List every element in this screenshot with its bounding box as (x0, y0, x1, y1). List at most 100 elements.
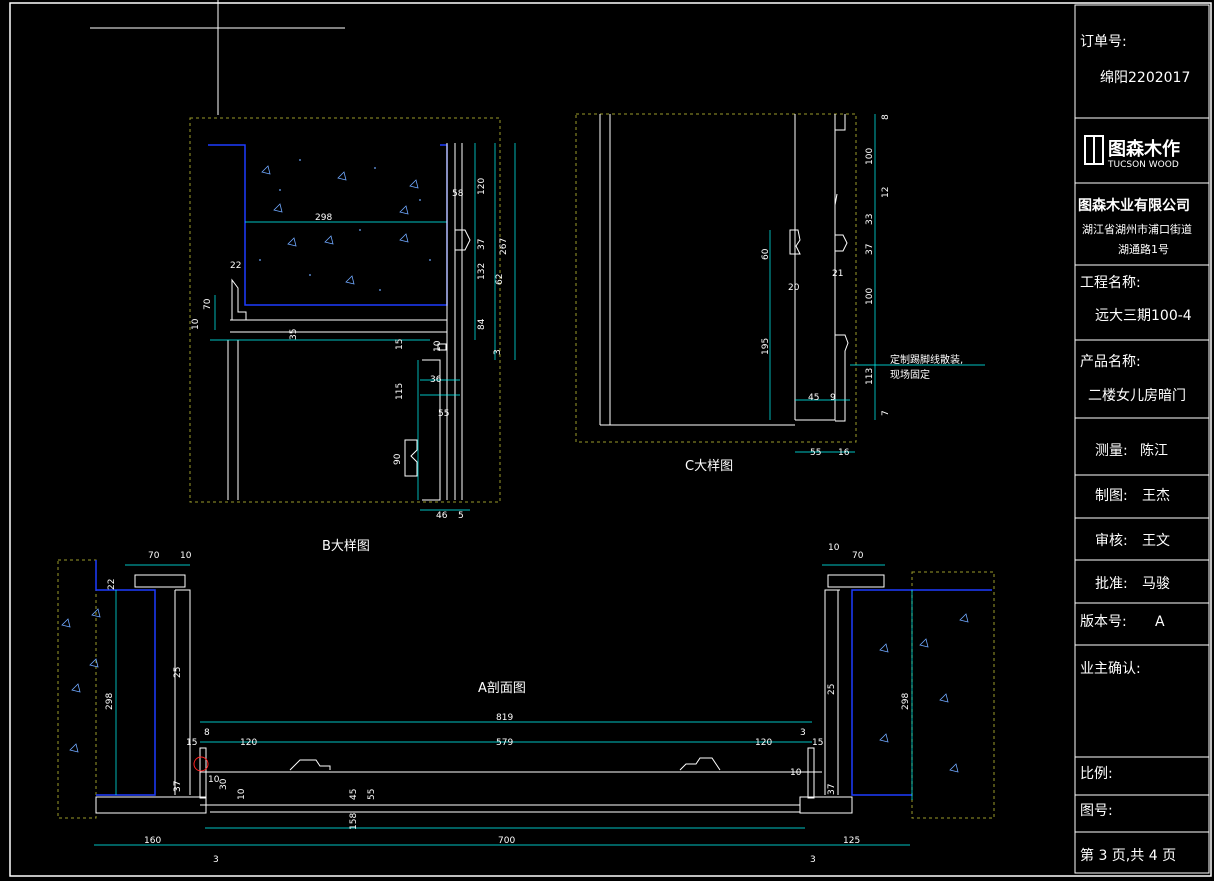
a-dim-10r: 10 (828, 543, 840, 553)
a-red-marker (193, 756, 209, 772)
b-wall-outline (208, 144, 448, 306)
b-profiles (227, 143, 471, 501)
a-dim-120l: 120 (240, 738, 257, 748)
b-dim-10: 10 (433, 340, 443, 352)
measure-value: 陈江 (1140, 442, 1168, 459)
order-number: 绵阳2202017 (1100, 69, 1190, 86)
project-label: 工程名称: (1080, 275, 1141, 291)
b-dim-115: 115 (395, 383, 405, 400)
c-dim-8: 8 (881, 114, 891, 120)
scale-label: 比例: (1080, 766, 1113, 782)
b-detail-view: 298 120 267 37 132 62 84 3 115 55 36 10 … (189, 117, 516, 554)
c-dim-113: 113 (865, 368, 875, 385)
a-left-wall (95, 560, 156, 796)
product-label: 产品名称: (1080, 354, 1141, 370)
b-dim-46: 46 (436, 511, 448, 521)
company-logo: 图森木作 TUCSON WOOD (1084, 135, 1180, 170)
c-dim-37: 37 (865, 244, 875, 255)
c-dashed-frame (575, 113, 857, 443)
b-dim-3: 3 (493, 349, 503, 355)
c-dim-100: 100 (865, 148, 875, 165)
a-dim-579: 579 (496, 738, 513, 748)
a-dim-298r: 298 (901, 693, 911, 710)
a-dim-3l: 3 (213, 855, 219, 865)
c-detail-view: 8 100 12 33 37 100 113 7 195 60 20 21 45… (575, 113, 985, 474)
a-dim-120r: 120 (755, 738, 772, 748)
b-concrete-hatch (261, 165, 419, 285)
a-dim-3top: 3 (800, 728, 806, 738)
project-name: 远大三期100-4 (1095, 308, 1192, 324)
a-dim-158: 158 (349, 813, 359, 830)
a-dim-8: 8 (204, 728, 210, 738)
c-dim-9: 9 (830, 393, 836, 403)
a-dim-10c: 10 (237, 788, 247, 800)
a-dim-15r: 15 (812, 738, 823, 748)
company-name: 图森木业有限公司 (1078, 197, 1190, 214)
a-dim-160: 160 (144, 836, 161, 846)
measure-label: 测量: (1095, 443, 1128, 459)
c-dim-20: 20 (788, 283, 800, 293)
b-dim-62: 62 (495, 274, 505, 285)
a-dim-10b: 10 (790, 768, 802, 778)
crosshair-cursor (90, 0, 345, 115)
owner-confirm-label: 业主确认: (1080, 661, 1141, 677)
c-dim-55: 55 (810, 448, 821, 458)
c-dim-7: 7 (881, 410, 891, 416)
a-dim-819: 819 (496, 713, 513, 723)
a-dim-37l: 37 (173, 781, 183, 792)
c-dim-16: 16 (838, 448, 850, 458)
a-dim-45: 45 (349, 789, 359, 800)
version-label: 版本号: (1080, 614, 1127, 630)
a-dim-3r: 3 (810, 855, 816, 865)
b-dim-298: 298 (315, 213, 332, 223)
a-dim-25r: 25 (827, 684, 837, 695)
b-dim-70: 70 (203, 298, 213, 310)
a-dim-15l: 15 (186, 738, 197, 748)
a-dim-70l: 70 (148, 551, 160, 561)
b-dim-84: 84 (477, 318, 487, 330)
logo-en: TUCSON WOOD (1107, 160, 1179, 170)
c-dim-100b: 100 (865, 288, 875, 305)
c-dim-60: 60 (761, 248, 771, 260)
review-value: 王文 (1142, 533, 1170, 549)
c-dim-21: 21 (832, 269, 843, 279)
b-dim-22: 22 (230, 261, 241, 271)
version-value: A (1155, 614, 1165, 630)
a-dim-125: 125 (843, 836, 860, 846)
c-note-line1: 定制踢脚线散装, (890, 353, 963, 366)
c-dim-195: 195 (761, 338, 771, 355)
review-label: 审核: (1095, 533, 1128, 549)
approve-value: 马骏 (1142, 576, 1170, 592)
page-info: 第 3 页,共 4 页 (1080, 847, 1176, 864)
c-note-line2: 现场固定 (890, 368, 930, 381)
address-line-1: 湖江省湖州市浦口街道 (1082, 222, 1192, 236)
draw-label: 制图: (1095, 488, 1128, 504)
c-dim-12: 12 (881, 187, 891, 198)
b-dim-35: 35 (289, 329, 299, 340)
a-dim-10l: 10 (180, 551, 192, 561)
approve-label: 批准: (1095, 576, 1128, 592)
c-view-title: C大样图 (685, 459, 733, 474)
b-dim-267: 267 (499, 238, 509, 255)
b-dim-15: 15 (395, 339, 405, 350)
b-dim-55: 55 (438, 409, 449, 419)
order-label: 订单号: (1080, 34, 1127, 50)
b-view-title: B大样图 (322, 539, 370, 554)
c-dim-45: 45 (808, 393, 819, 403)
draw-value: 王杰 (1142, 488, 1170, 504)
logo-cn: 图森木作 (1108, 138, 1180, 160)
a-dim-22: 22 (107, 579, 117, 590)
drawing-frame (9, 2, 1212, 877)
b-dim-58: 58 (452, 189, 464, 199)
figure-no-label: 图号: (1080, 803, 1113, 819)
b-dim-90: 90 (393, 453, 403, 465)
b-dashed-frame (189, 117, 501, 503)
a-dim-25l: 25 (173, 667, 183, 678)
a-dim-55: 55 (367, 789, 377, 800)
a-dim-37r: 37 (827, 784, 837, 795)
address-line-2: 湖通路1号 (1118, 243, 1169, 256)
a-dim-30: 30 (219, 778, 229, 790)
b-dim-132: 132 (477, 263, 487, 280)
b-dim-5: 5 (458, 511, 464, 521)
